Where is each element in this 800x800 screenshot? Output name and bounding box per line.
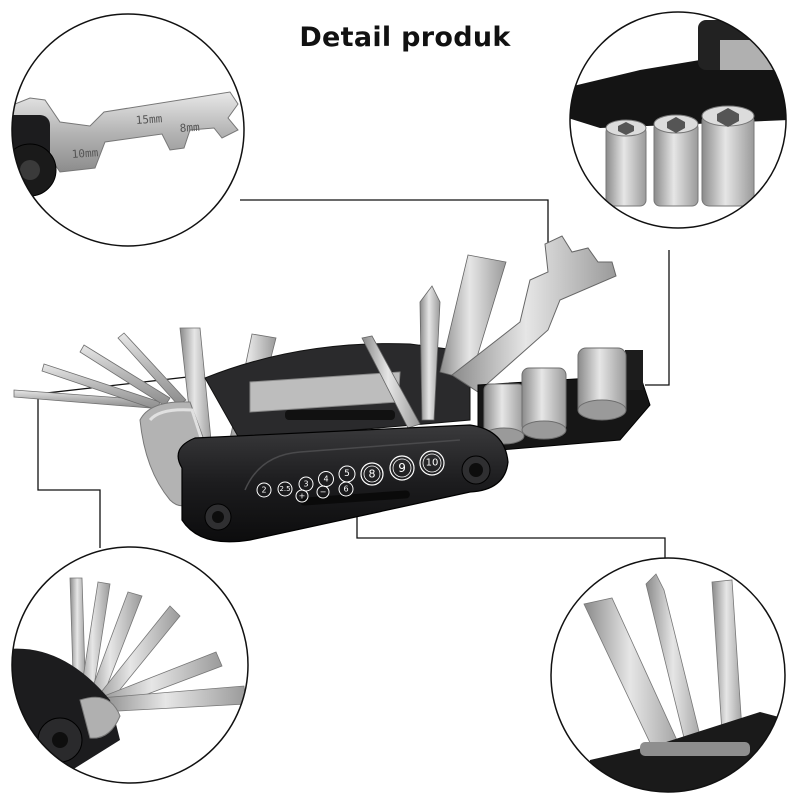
size-label: 6 [343, 485, 348, 494]
detail-hexkeys-circle [11, 546, 249, 784]
page-title: Detail produk [299, 22, 511, 53]
size-label: 10 [426, 458, 439, 469]
size-mark: 10 [419, 450, 445, 476]
wrench-stamp: 10mm [71, 146, 99, 161]
socket-set [605, 105, 755, 207]
size-label: 8 [369, 468, 376, 481]
spoke-wrench-blade [451, 235, 617, 393]
size-markings: 2 2.5 3 4 5 8 9 10 + − 6 [256, 450, 445, 503]
size-mark: 6 [338, 481, 354, 497]
size-label: 4 [323, 475, 328, 484]
size-mark: 2 [256, 482, 272, 498]
size-label: 3 [303, 480, 308, 489]
small-sockets [483, 347, 627, 445]
upright-tools [361, 254, 507, 429]
size-mark: + [295, 489, 309, 503]
wrench-stamp: 8mm [179, 121, 200, 135]
socket-holder [477, 347, 651, 451]
size-label: + [299, 492, 306, 501]
size-label: − [320, 488, 327, 497]
detail-wrench-circle: 10mm 15mm 8mm [11, 13, 245, 247]
size-label: 9 [398, 461, 406, 475]
size-mark: − [316, 485, 330, 499]
detail-screwdrivers-circle [550, 557, 786, 793]
wrench-stamp: 15mm [135, 112, 163, 127]
size-label: 2 [261, 486, 266, 495]
detail-sockets-circle [569, 11, 787, 229]
size-mark: 8 [360, 462, 384, 486]
size-mark: 9 [389, 455, 415, 481]
size-label: 5 [344, 469, 350, 479]
size-label: 2.5 [279, 485, 290, 493]
size-mark: 2.5 [277, 481, 293, 497]
front-body [177, 424, 509, 543]
multi-tool: 2 2.5 3 4 5 8 9 10 + − 6 [13, 235, 651, 543]
